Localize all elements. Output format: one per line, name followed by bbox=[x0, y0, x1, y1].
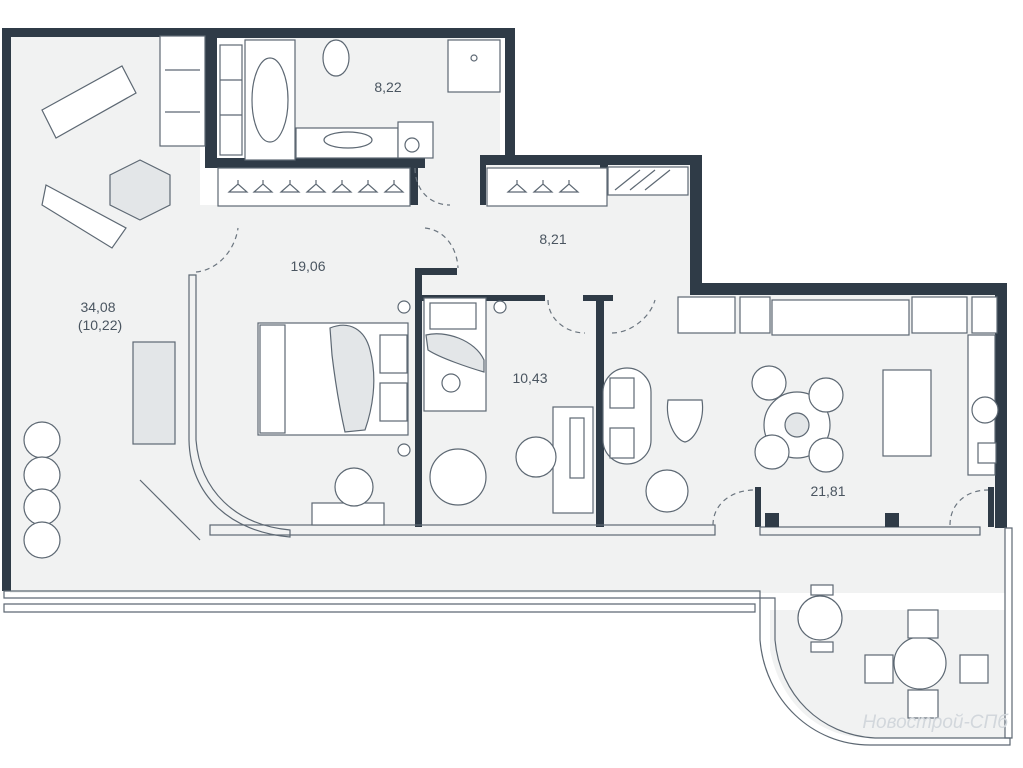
terrace-subarea-label: (10,22) bbox=[78, 317, 122, 333]
terrace-area-label: 34,08 bbox=[80, 299, 115, 315]
terrace-furniture bbox=[23, 65, 989, 719]
hanger-icon bbox=[532, 180, 554, 193]
closets bbox=[217, 167, 608, 207]
bathroom-area-label: 8,22 bbox=[374, 79, 401, 95]
hanger-icon bbox=[331, 180, 353, 193]
hanger-icon bbox=[227, 180, 249, 193]
kids-room-area-label: 10,43 bbox=[512, 370, 547, 386]
bathroom-fixtures bbox=[219, 39, 501, 161]
hanger-icon bbox=[305, 180, 327, 193]
watermark: Новострой-СПб bbox=[862, 712, 1009, 733]
windows bbox=[159, 35, 998, 334]
hanger-icon bbox=[252, 180, 274, 193]
doors bbox=[195, 167, 989, 526]
hanger-icon bbox=[383, 180, 405, 193]
hanger-icon bbox=[357, 180, 379, 193]
hall-area-label: 8,21 bbox=[539, 231, 566, 247]
hanger-icon bbox=[558, 180, 580, 193]
bedroom-furniture bbox=[257, 300, 411, 526]
living-furniture bbox=[602, 299, 999, 513]
kids-room-furniture bbox=[423, 297, 594, 514]
hanger-icon bbox=[506, 180, 528, 193]
living-kitchen-area-label: 21,81 bbox=[810, 483, 845, 499]
hanger-icon bbox=[279, 180, 301, 193]
room-labels: 34,08 (10,22) 8,22 19,06 8,21 10,43 21,8… bbox=[78, 79, 846, 499]
bedroom-area-label: 19,06 bbox=[290, 258, 325, 274]
